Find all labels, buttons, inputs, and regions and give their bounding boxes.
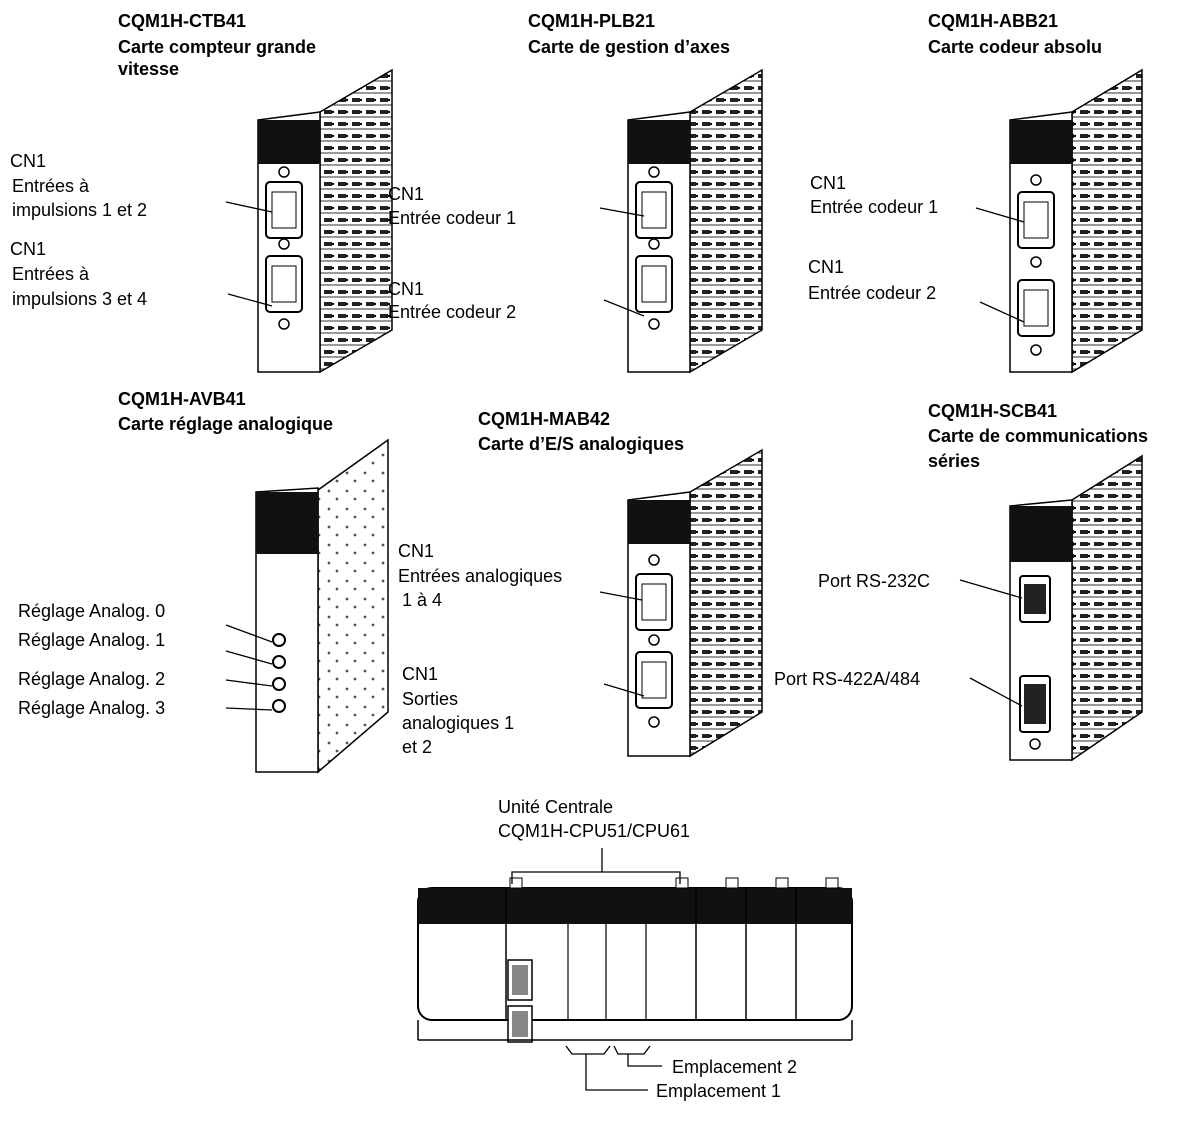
plb21-cn1-a: CN1: [388, 184, 425, 204]
mab42-outputs-line3: et 2: [402, 737, 433, 757]
scb41-model: CQM1H-SCB41: [928, 401, 1058, 421]
ctb41-inputs-a-line2: impulsions 1 et 2: [12, 200, 148, 220]
mab42-outputs-line1: Sorties: [402, 689, 459, 709]
ctb41-cn1-a: CN1: [10, 151, 47, 171]
mab42-name: Carte d’E/S analogiques: [478, 434, 685, 454]
plb21-cn1-b: CN1: [388, 279, 425, 299]
avb41-adjust-2: Réglage Analog. 2: [18, 669, 166, 689]
abb21-cn1-a: CN1: [810, 173, 847, 193]
mab42-inputs-line2: 1 à 4: [402, 590, 443, 610]
avb41-model: CQM1H-AVB41: [118, 389, 246, 409]
ctb41-inputs-b-line1: Entrées à: [12, 264, 90, 284]
scb41-name-line2: séries: [928, 451, 981, 471]
leader-lines: [225, 201, 1025, 1091]
abb21-encoder-2: Entrée codeur 2: [808, 283, 937, 303]
avb41-adjust-3: Réglage Analog. 3: [18, 698, 166, 718]
mab42-model: CQM1H-MAB42: [478, 409, 611, 429]
ctb41-inputs-b-line2: impulsions 3 et 4: [12, 289, 148, 309]
abb21-encoder-1: Entrée codeur 1: [810, 197, 939, 217]
card-plb21-drawing: [627, 68, 763, 374]
plb21-model: CQM1H-PLB21: [528, 11, 656, 31]
card-mab42-drawing: [627, 448, 763, 758]
cpu-slot-1: Emplacement 1: [656, 1081, 782, 1101]
scb41-port-rs422a: Port RS-422A/484: [774, 669, 921, 689]
abb21-model: CQM1H-ABB21: [928, 11, 1059, 31]
abb21-name: Carte codeur absolu: [928, 37, 1103, 57]
ctb41-inputs-a-line1: Entrées à: [12, 176, 90, 196]
cpu-rack-drawing: [417, 877, 853, 1043]
card-avb41-drawing: [255, 438, 389, 774]
mab42-outputs-line2: analogiques 1: [402, 713, 515, 733]
mab42-cn1-b: CN1: [402, 664, 439, 684]
cpu-slot-2: Emplacement 2: [672, 1057, 798, 1077]
card-ctb41-drawing: [257, 68, 393, 374]
ctb41-model: CQM1H-CTB41: [118, 11, 247, 31]
ctb41-name-line2: vitesse: [118, 59, 180, 79]
avb41-adjust-0: Réglage Analog. 0: [18, 601, 166, 621]
scb41-port-rs232c: Port RS-232C: [818, 571, 931, 591]
plb21-name: Carte de gestion d’axes: [528, 37, 731, 57]
cpu-title-line1: Unité Centrale: [498, 797, 614, 817]
avb41-adjust-1: Réglage Analog. 1: [18, 630, 166, 650]
ctb41-name-line1: Carte compteur grande: [118, 37, 317, 57]
avb41-name: Carte réglage analogique: [118, 414, 334, 434]
card-scb41-drawing: [1009, 454, 1143, 762]
plb21-encoder-1: Entrée codeur 1: [388, 208, 517, 228]
mab42-inputs-line1: Entrées analogiques: [398, 566, 563, 586]
cpu-title-line2: CQM1H-CPU51/CPU61: [498, 821, 691, 841]
plb21-encoder-2: Entrée codeur 2: [388, 302, 517, 322]
card-abb21-drawing: [1009, 68, 1143, 374]
scb41-name-line1: Carte de communications: [928, 426, 1149, 446]
mab42-cn1-a: CN1: [398, 541, 435, 561]
ctb41-cn1-b: CN1: [10, 239, 47, 259]
abb21-cn1-b: CN1: [808, 257, 845, 277]
